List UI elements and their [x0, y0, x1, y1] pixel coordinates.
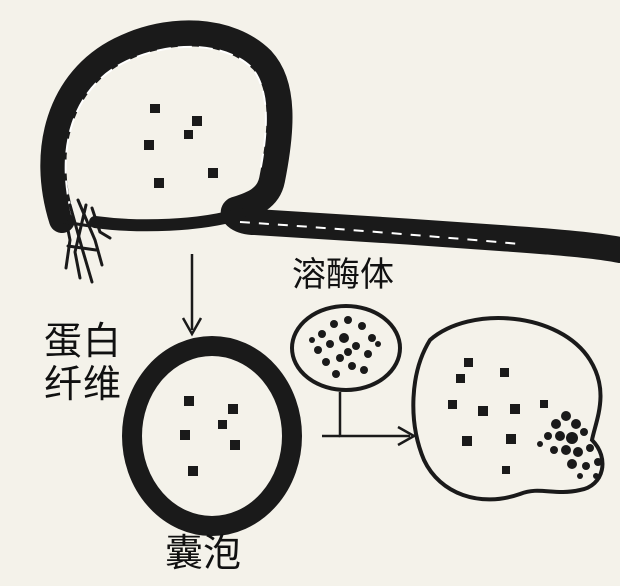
particle [150, 104, 160, 113]
particle [218, 420, 227, 429]
particle [184, 130, 193, 139]
membrane-band [53, 33, 620, 250]
fiber-strand [68, 246, 96, 250]
phagophore-inner-edge [95, 214, 240, 225]
particle [448, 400, 457, 409]
particle [154, 178, 164, 188]
autolysosome [413, 318, 602, 499]
cell-membrane [53, 33, 620, 250]
particle [184, 396, 194, 406]
particle [540, 400, 548, 408]
particle [228, 404, 238, 414]
vesicle-particles [180, 396, 240, 476]
particle [188, 466, 198, 476]
lysosome [292, 306, 400, 390]
particle [464, 358, 473, 367]
particle [180, 430, 190, 440]
vesicle [132, 346, 292, 526]
particle [462, 436, 472, 446]
autolysosome-particles [448, 358, 548, 474]
particle [502, 466, 510, 474]
particle [230, 440, 240, 450]
phagophore-particles [144, 104, 218, 188]
arrow-down [183, 254, 201, 334]
particle [208, 168, 218, 178]
particle [478, 406, 488, 416]
vesicle-label: 囊泡 [165, 534, 241, 572]
lysosome-enzymes [309, 316, 381, 378]
fiber-strand [78, 200, 102, 265]
protein-fiber-label: 蛋白纤维 [44, 320, 136, 405]
fusion-arrow [322, 392, 414, 445]
digestion-cluster [537, 411, 602, 479]
particle [144, 140, 154, 150]
vesicle-membrane [132, 346, 292, 526]
particle [500, 368, 509, 377]
particle [506, 434, 516, 444]
lysosome-label: 溶酶体 [292, 258, 394, 292]
particle [510, 404, 520, 414]
particle [192, 116, 202, 126]
particle [456, 374, 465, 383]
fiber-strand [70, 205, 92, 282]
